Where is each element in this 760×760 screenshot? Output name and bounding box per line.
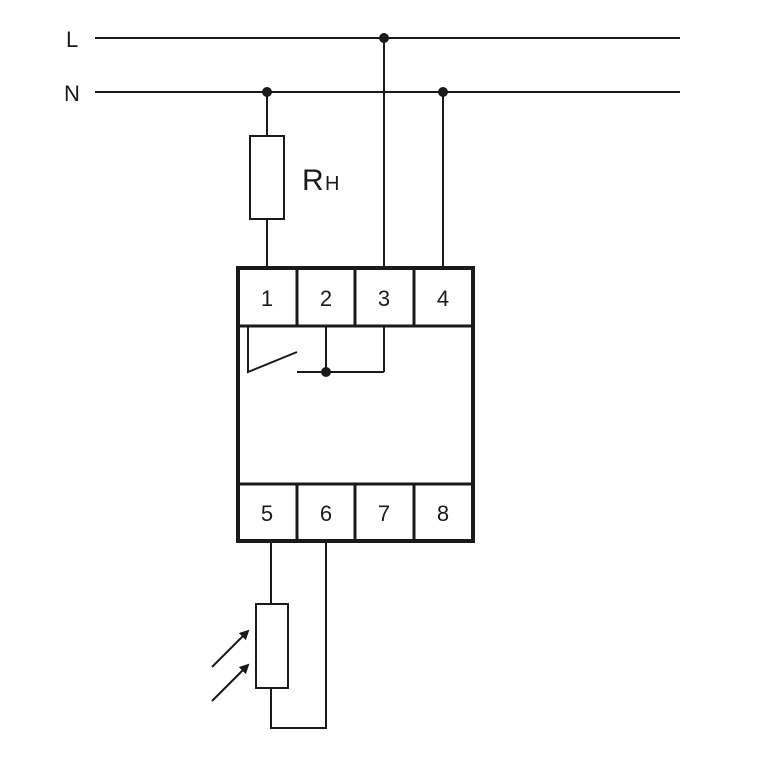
neutral-line-label: N bbox=[64, 81, 80, 106]
relay-contact bbox=[247, 326, 385, 377]
terminal-8-label: 8 bbox=[437, 501, 449, 526]
load-label-main: R bbox=[302, 164, 324, 197]
terminal-2-label: 2 bbox=[320, 286, 332, 311]
live-line-label: L bbox=[66, 27, 78, 52]
photoresistor bbox=[255, 603, 289, 689]
terminal-5-label: 5 bbox=[261, 501, 273, 526]
light-arrow-icon bbox=[211, 663, 250, 702]
contact-blade bbox=[247, 326, 298, 374]
terminal-3-label: 3 bbox=[378, 286, 390, 311]
load-label-subscript: H bbox=[325, 173, 339, 195]
sensor-wire-terminal-6 bbox=[270, 541, 327, 729]
terminal-6-label: 6 bbox=[320, 501, 332, 526]
terminal-1-label: 1 bbox=[261, 286, 273, 311]
terminal-4-label: 4 bbox=[437, 286, 449, 311]
light-arrow-icon bbox=[211, 629, 250, 668]
terminal-7-label: 7 bbox=[378, 501, 390, 526]
contact-junction-dot bbox=[321, 367, 331, 377]
load-resistor bbox=[249, 135, 285, 220]
